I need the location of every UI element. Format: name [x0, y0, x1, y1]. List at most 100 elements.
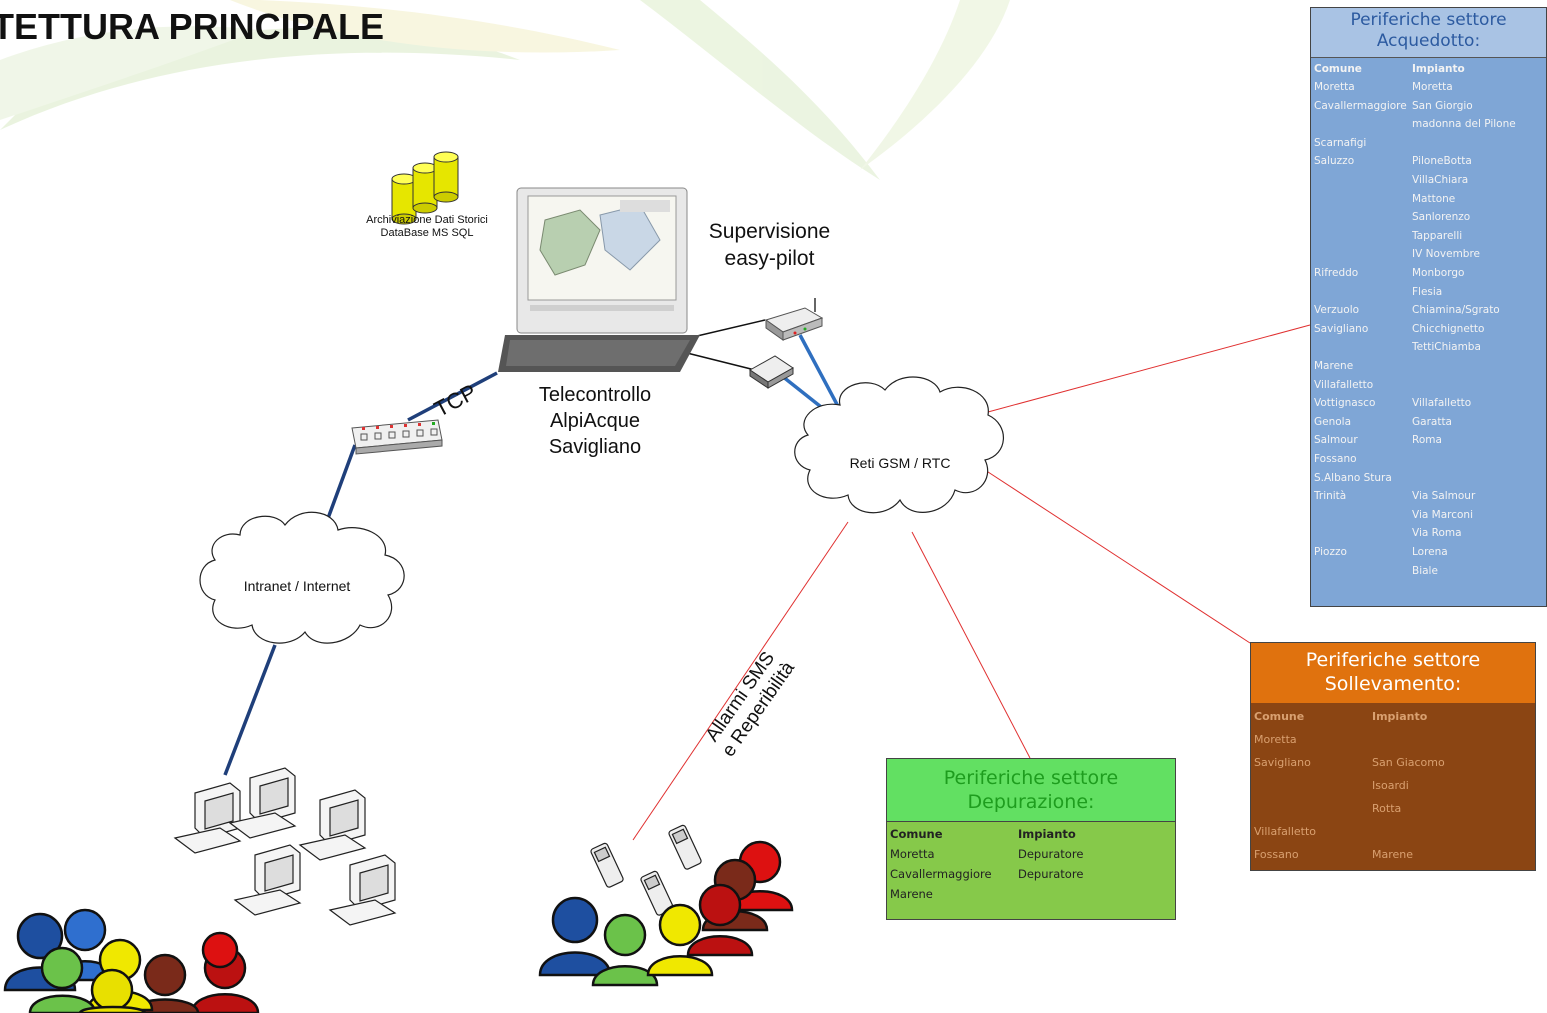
cell-comune: Fossano [1314, 452, 1357, 465]
cell-impianto: Tapparelli [1412, 229, 1463, 242]
cell-comune: Marene [890, 886, 933, 901]
cell-comune: Piozzo [1314, 545, 1347, 558]
header-comune: Comune [890, 826, 943, 841]
cell-comune: Fossano [1254, 847, 1299, 861]
table-row: Rotta [1254, 797, 1532, 820]
cell-comune [1314, 190, 1412, 209]
depurazione-title-line1: Periferiche settore [943, 767, 1119, 789]
header-comune: Comune [1314, 62, 1362, 75]
header-impianto: Impianto [1412, 62, 1465, 75]
cell-impianto: San Giacomo [1372, 755, 1445, 769]
link-cloud-acquedotto [987, 324, 1311, 413]
table-row: Cavallermaggiore San Giorgio [1314, 97, 1543, 116]
cell-comune [1314, 524, 1412, 543]
cell-impianto: IV Novembre [1412, 248, 1481, 261]
cell-impianto: Via Salmour [1412, 490, 1476, 503]
supervisione-label: Supervisione easy-pilot [692, 218, 847, 272]
cell-comune: Moretta [1314, 81, 1355, 94]
cell-comune: Moretta [1254, 732, 1297, 746]
link-tcp-computer [407, 371, 498, 422]
archiviazione-label: Archiviazione Dati Storici DataBase MS S… [352, 214, 502, 240]
cell-comune: Scarnafigi [1314, 136, 1367, 149]
table-row: Biale [1314, 562, 1543, 581]
link-monitor-modem-bottom [682, 351, 756, 371]
cell-comune: Cavallermaggiore [1314, 99, 1407, 112]
archiviazione-line2: DataBase MS SQL [380, 227, 474, 239]
cell-impianto: Villafalletto [1412, 397, 1472, 410]
table-header-row: Comune Impianto [1314, 60, 1543, 79]
cell-impianto: San Giorgio [1412, 99, 1473, 112]
cell-impianto: Lorena [1412, 545, 1448, 558]
cell-impianto [1412, 134, 1543, 153]
telecontrollo-line3: Savigliano [548, 436, 642, 458]
archiviazione-line1: Archiviazione Dati Storici [366, 214, 488, 226]
cell-comune: Villafalletto [1254, 824, 1317, 838]
workstations-icon [173, 767, 397, 926]
page-title: TETTURA PRINCIPALE [0, 6, 384, 47]
link-cloud-sollevamento [984, 469, 1251, 644]
table-row: Via Marconi [1314, 506, 1543, 525]
table-row: Sanlorenzo [1314, 208, 1543, 227]
depurazione-panel: Periferiche settore Depurazione: Comune … [886, 758, 1176, 920]
cell-impianto: Garatta [1412, 415, 1452, 428]
cell-comune: Villafalletto [1314, 378, 1374, 391]
cell-comune: Savigliano [1254, 755, 1311, 769]
table-row: Tapparelli [1314, 227, 1543, 246]
cell-comune: Savigliano [1314, 322, 1369, 335]
intranet-cloud-icon [199, 511, 405, 644]
header-comune: Comune [1254, 709, 1305, 723]
cell-comune: Marene [1314, 360, 1354, 372]
supervisione-line1: Supervisione [708, 220, 831, 243]
table-row: Scarnafigi [1314, 134, 1543, 153]
table-row: Piozzo Lorena [1314, 543, 1543, 562]
cell-impianto: Mattone [1412, 192, 1456, 205]
supervision-computer-icon [498, 187, 700, 372]
table-row: Villafalletto [1314, 376, 1543, 395]
table-row: Marene [1314, 357, 1543, 376]
table-row: Vottignasco Villafalletto [1314, 394, 1543, 413]
link-modem-cloud-a [798, 334, 842, 411]
cell-impianto [1412, 450, 1543, 469]
cell-comune [1314, 245, 1412, 264]
cell-comune: Vottignasco [1314, 397, 1376, 410]
sollevamento-title-line1: Periferiche settore [1305, 649, 1481, 671]
table-row: madonna del Pilone [1314, 115, 1543, 134]
cell-impianto: Monborgo [1412, 267, 1465, 280]
link-cloud-phones [632, 521, 849, 841]
telecontrollo-line1: Telecontrollo [538, 384, 652, 406]
cell-comune [1314, 338, 1412, 357]
table-row: TettiChiamba [1314, 338, 1543, 357]
table-row: Marene [890, 884, 1172, 904]
acquedotto-panel: Periferiche settore Acquedotto: Comune I… [1310, 7, 1547, 607]
intranet-label: Intranet / Internet [243, 578, 351, 594]
table-header-row: Comune Impianto [1254, 705, 1532, 728]
cell-comune: Genola [1314, 415, 1352, 428]
sollevamento-title-line2: Sollevamento: [1324, 672, 1462, 695]
cell-impianto [1412, 376, 1543, 395]
reti-gsm-label: Reti GSM / RTC [849, 455, 951, 471]
mobile-phones-icon [590, 824, 702, 916]
table-row: Genola Garatta [1314, 413, 1543, 432]
cell-comune [1314, 506, 1412, 525]
database-icon [391, 151, 459, 225]
table-row: Villafalletto [1254, 820, 1532, 843]
cell-impianto: PiloneBotta [1412, 155, 1472, 168]
cell-impianto [1372, 728, 1532, 751]
gsm-rtc-cloud-icon [794, 376, 1004, 514]
cell-impianto: Isoardi [1372, 778, 1409, 792]
cell-comune: Salmour [1314, 434, 1358, 447]
table-header-row: Comune Impianto [890, 824, 1172, 844]
cell-comune [1314, 283, 1412, 302]
link-intranet-users [223, 644, 277, 776]
